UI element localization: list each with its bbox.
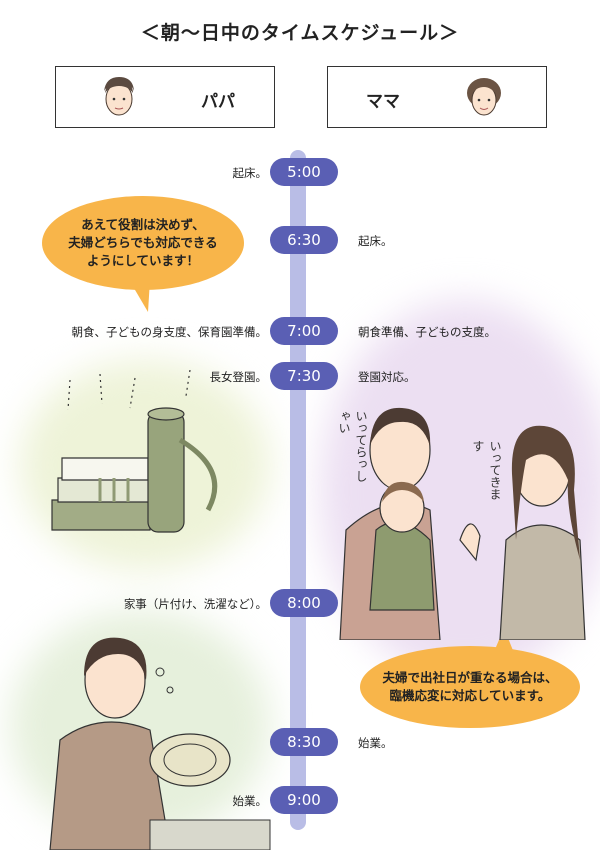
time-pill-0630: 6:30 — [270, 226, 338, 254]
papa-event-0800: 家事（片付け、洗濯など）。 — [123, 597, 267, 611]
mama-header: ママ — [327, 66, 547, 128]
time-pill-0800: 8:00 — [270, 589, 338, 617]
bubble-left-line-1: あえて役割は決めず、 — [81, 216, 205, 232]
page-title: ＜朝〜日中のタイムスケジュール＞ — [140, 22, 460, 44]
papa-washing-illustration — [49, 637, 271, 850]
papa-header: パパ — [55, 66, 275, 128]
papa-event-0900: 始業。 — [232, 794, 268, 808]
bubble-left-line-2: 夫婦どちらでも対応できる — [68, 234, 218, 250]
mama-event-0730: 登園対応。 — [358, 370, 416, 384]
family-illustration — [339, 407, 586, 640]
handwriting-papa-says: いってらっしゃい — [337, 410, 368, 482]
papa-event-0700: 朝食、子どもの身支度、保育園準備。 — [71, 325, 268, 339]
papa-event-0500: 起床。 — [232, 166, 268, 180]
mama-label: ママ — [366, 92, 400, 112]
mama-event-0700: 朝食準備、子どもの支度。 — [358, 325, 496, 339]
bubble-right-line-2: 臨機応変に対応しています。 — [389, 688, 551, 703]
mama-face-icon — [467, 78, 501, 116]
time-pill-0700: 7:00 — [270, 317, 338, 345]
time-pill-0730: 7:30 — [270, 362, 338, 390]
speech-bubble-left: あえて役割は決めず、 夫婦どちらでも対応できる ようにしています！ — [42, 196, 244, 290]
folded-clothes-illustration — [51, 370, 218, 533]
papa-label: パパ — [201, 92, 235, 112]
papa-face-icon — [104, 77, 134, 116]
bubble-left-line-3: ようにしています！ — [86, 253, 200, 269]
mama-event-0630: 起床。 — [358, 234, 393, 248]
mama-event-0830: 始業。 — [358, 736, 393, 750]
papa-event-0730: 長女登園。 — [209, 370, 268, 384]
time-pill-0900: 9:00 — [270, 786, 338, 814]
time-pill-0830: 8:30 — [270, 728, 338, 756]
handwriting-mama-says: いってきます — [471, 440, 502, 500]
bubble-right-line-1: 夫婦で出社日が重なる場合は、 — [382, 669, 558, 685]
time-pill-0500: 5:00 — [270, 158, 338, 186]
speech-bubble-right: 夫婦で出社日が重なる場合は、 臨機応変に対応しています。 — [360, 646, 580, 728]
